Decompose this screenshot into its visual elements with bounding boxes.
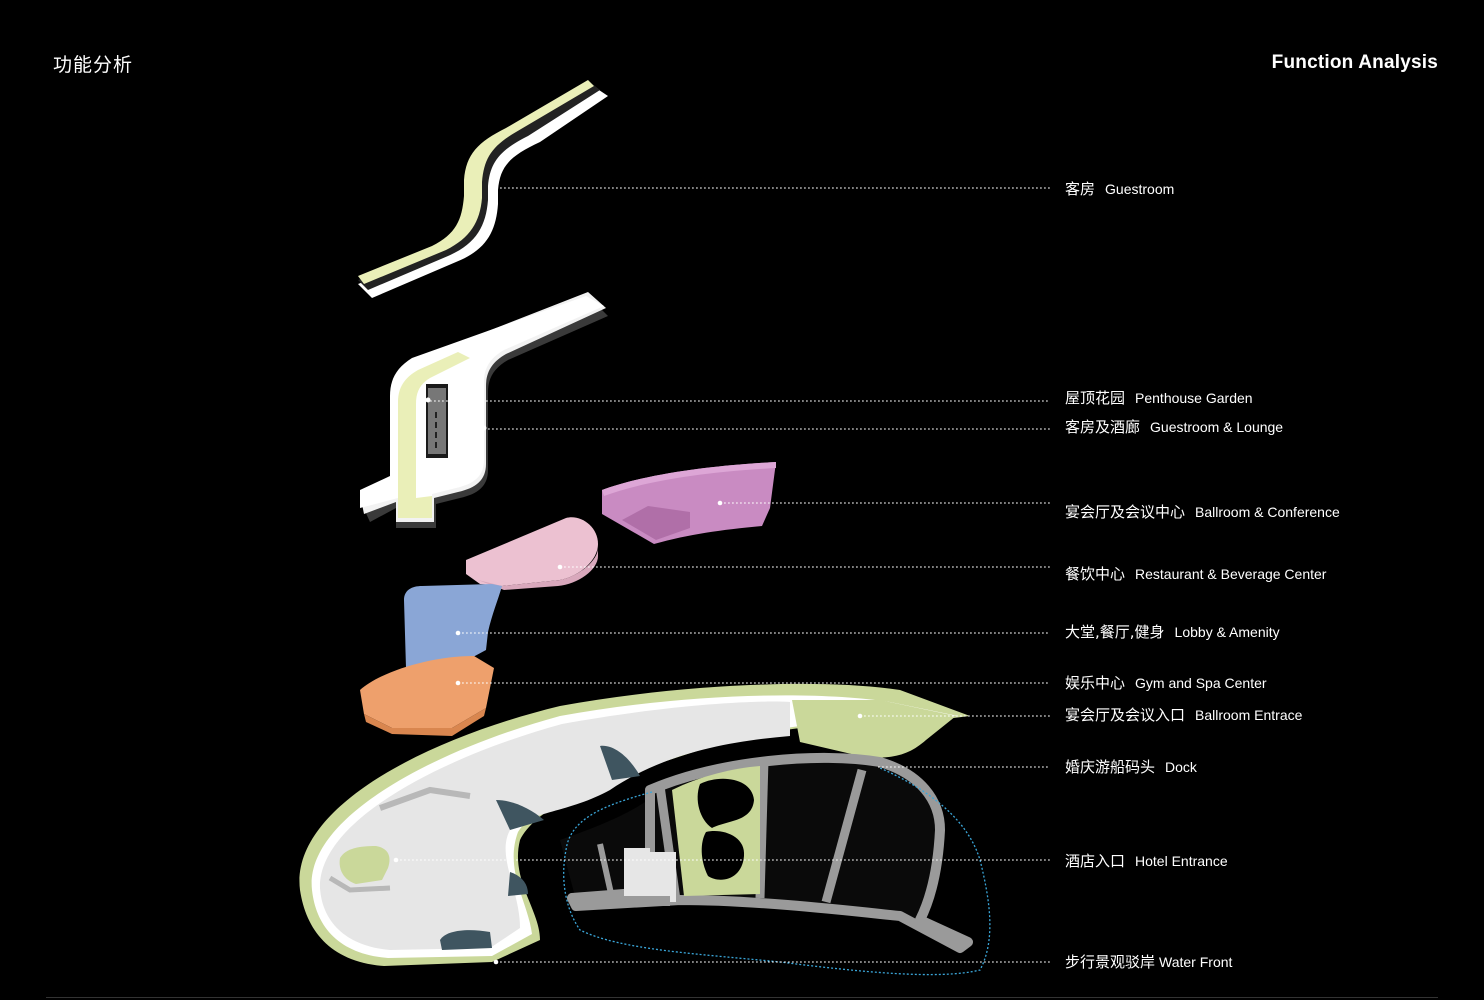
label-gym-spa-cn: 娱乐中心 <box>1065 674 1126 692</box>
label-waterfront-cn: 步行景观驳岸 <box>1065 953 1156 971</box>
gym-spa-block <box>360 656 494 736</box>
label-ballroom-entrance: 宴会厅及会议入口 Ballroom Entrace <box>1065 706 1302 725</box>
page-title-en: Function Analysis <box>1271 52 1438 73</box>
label-lobby: 大堂,餐厅,健身 Lobby & Amenity <box>1065 623 1280 642</box>
label-ballroom-conference-en: Ballroom & Conference <box>1195 504 1340 520</box>
label-guestroom-lounge: 客房及酒廊 Guestroom & Lounge <box>1065 418 1283 437</box>
label-ballroom-entrance-en: Ballroom Entrace <box>1195 707 1303 723</box>
label-guestroom-lounge-en: Guestroom & Lounge <box>1150 419 1284 435</box>
lobby-block <box>404 584 502 668</box>
label-guestroom: 客房 Guestroom <box>1065 180 1174 199</box>
label-guestroom-lounge-cn: 客房及酒廊 <box>1065 418 1141 436</box>
bottom-rule <box>46 997 1438 998</box>
restaurant-block <box>466 517 598 590</box>
label-ballroom-conference-cn: 宴会厅及会议中心 <box>1065 503 1186 521</box>
label-restaurant: 餐饮中心 Restaurant & Beverage Center <box>1065 565 1326 584</box>
ground-floor-plan <box>299 683 991 976</box>
label-penthouse-garden-en: Penthouse Garden <box>1135 390 1253 406</box>
label-dock-cn: 婚庆游船码头 <box>1065 758 1156 776</box>
label-gym-spa-en: Gym and Spa Center <box>1135 675 1267 691</box>
page-title-cn: 功能分析 <box>53 54 134 76</box>
label-dock: 婚庆游船码头 Dock <box>1065 758 1197 777</box>
label-penthouse-garden: 屋顶花园 Penthouse Garden <box>1065 389 1253 408</box>
label-restaurant-cn: 餐饮中心 <box>1065 565 1126 583</box>
label-ballroom-conference: 宴会厅及会议中心 Ballroom & Conference <box>1065 503 1340 522</box>
leader-dots <box>393 500 863 965</box>
label-guestroom-en: Guestroom <box>1105 181 1175 197</box>
label-waterfront-en: Water Front <box>1159 954 1233 970</box>
label-lobby-cn: 大堂,餐厅,健身 <box>1065 623 1165 641</box>
label-hotel-entrance: 酒店入口 Hotel Entrance <box>1065 852 1228 871</box>
label-guestroom-cn: 客房 <box>1065 180 1096 198</box>
label-gym-spa: 娱乐中心 Gym and Spa Center <box>1065 674 1267 693</box>
label-ballroom-entrance-cn: 宴会厅及会议入口 <box>1065 706 1186 724</box>
label-lobby-en: Lobby & Amenity <box>1174 624 1280 640</box>
label-hotel-entrance-en: Hotel Entrance <box>1135 853 1228 869</box>
guestroom-lounge-block <box>360 292 608 528</box>
leader-lines <box>396 187 1050 963</box>
label-hotel-entrance-cn: 酒店入口 <box>1065 852 1126 870</box>
ballroom-conference-block <box>602 462 776 544</box>
guestroom-block <box>358 80 608 298</box>
label-penthouse-garden-cn: 屋顶花园 <box>1065 389 1126 407</box>
label-dock-en: Dock <box>1165 759 1197 775</box>
label-restaurant-en: Restaurant & Beverage Center <box>1135 566 1327 582</box>
